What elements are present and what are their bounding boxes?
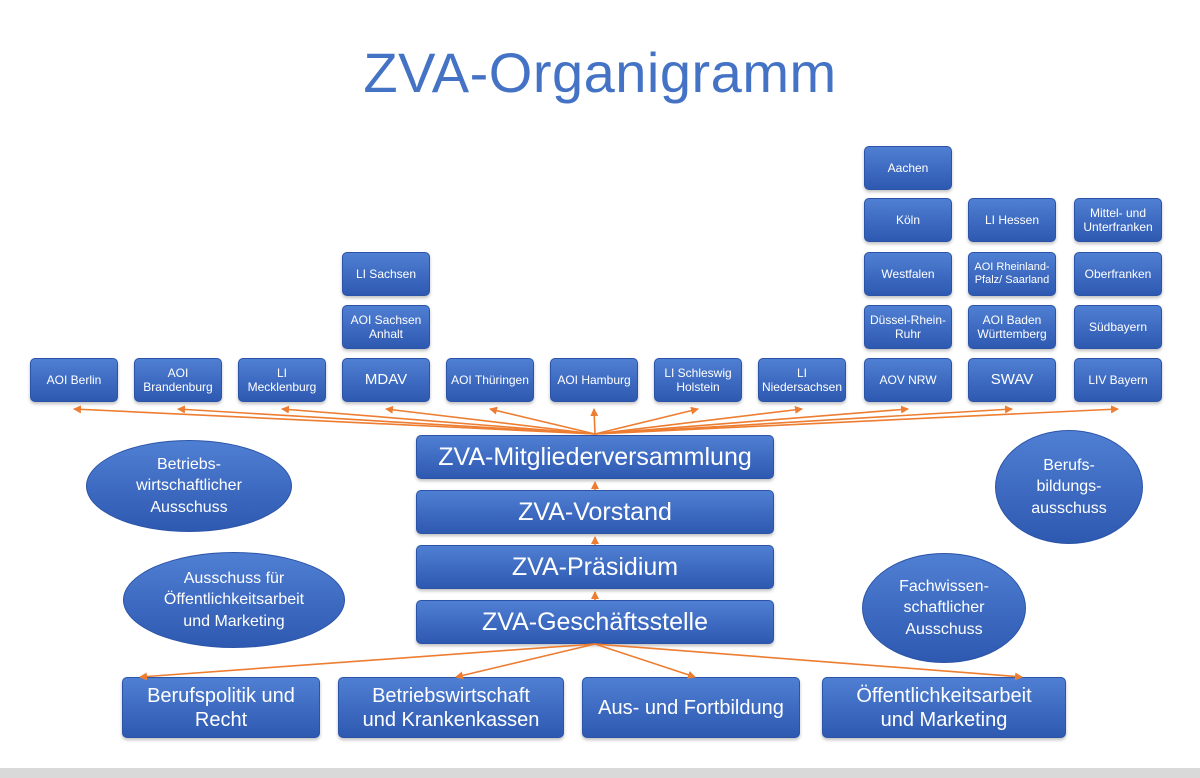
arrow-line	[455, 643, 596, 680]
member-box: AOV NRW	[864, 358, 952, 402]
arrow-line	[489, 406, 596, 435]
core-box-geschaeftsstelle: ZVA-Geschäftsstelle	[416, 600, 774, 644]
department-box: Betriebswirtschaft und Krankenkassen	[338, 677, 564, 738]
core-box-praesidium: ZVA-Präsidium	[416, 545, 774, 589]
sub-box: Oberfranken	[1074, 252, 1162, 296]
arrow-line	[73, 405, 596, 435]
core-box-mitgliederversammlung: ZVA-Mitgliederversammlung	[416, 435, 774, 479]
committee-oval: Fachwissen- schaftlicher Ausschuss	[862, 553, 1026, 663]
sub-box: Mittel- und Unterfranken	[1074, 198, 1162, 242]
sub-box: Aachen	[864, 146, 952, 190]
arrow-line	[594, 405, 909, 435]
member-box: AOI Brandenburg	[134, 358, 222, 402]
member-box: AOI Thüringen	[446, 358, 534, 402]
member-box: LI Mecklenburg	[238, 358, 326, 402]
sub-box: Köln	[864, 198, 952, 242]
sub-box: AOI Sachsen Anhalt	[342, 305, 430, 349]
page-title: ZVA-Organigramm	[363, 41, 837, 104]
member-box: AOI Hamburg	[550, 358, 638, 402]
sub-box: LI Hessen	[968, 198, 1056, 242]
arrow-line	[594, 406, 699, 435]
arrow-line	[594, 405, 1013, 435]
member-box: LIV Bayern	[1074, 358, 1162, 402]
arrow-line	[594, 405, 803, 435]
department-box: Aus- und Fortbildung	[582, 677, 800, 738]
member-box: LI Schleswig Holstein	[654, 358, 742, 402]
committee-oval: Ausschuss für Öffentlichkeitsarbeit und …	[123, 552, 345, 648]
department-box: Öffentlichkeitsarbeit und Marketing	[822, 677, 1066, 738]
sub-box: Südbayern	[1074, 305, 1162, 349]
arrow-line	[385, 405, 596, 435]
arrow-line	[594, 643, 696, 679]
sub-box: Westfalen	[864, 252, 952, 296]
arrow-line	[590, 408, 599, 435]
arrow-line	[281, 405, 596, 435]
arrow-line	[594, 405, 1119, 435]
member-box: LI Niedersachsen	[758, 358, 846, 402]
member-box: SWAV	[968, 358, 1056, 402]
sub-box: LI Sachsen	[342, 252, 430, 296]
core-box-vorstand: ZVA-Vorstand	[416, 490, 774, 534]
sub-box: AOI Baden Württemberg	[968, 305, 1056, 349]
arrow-line	[177, 405, 596, 435]
arrow-line	[139, 643, 596, 681]
member-box: AOI Berlin	[30, 358, 118, 402]
department-box: Berufspolitik und Recht	[122, 677, 320, 738]
footer-bar	[0, 768, 1200, 778]
sub-box: Düssel-Rhein- Ruhr	[864, 305, 952, 349]
member-box: MDAV	[342, 358, 430, 402]
committee-oval: Berufs- bildungs- ausschuss	[995, 430, 1143, 544]
committee-oval: Betriebs- wirtschaftlicher Ausschuss	[86, 440, 292, 532]
sub-box: AOI Rheinland- Pfalz/ Saarland	[968, 252, 1056, 296]
